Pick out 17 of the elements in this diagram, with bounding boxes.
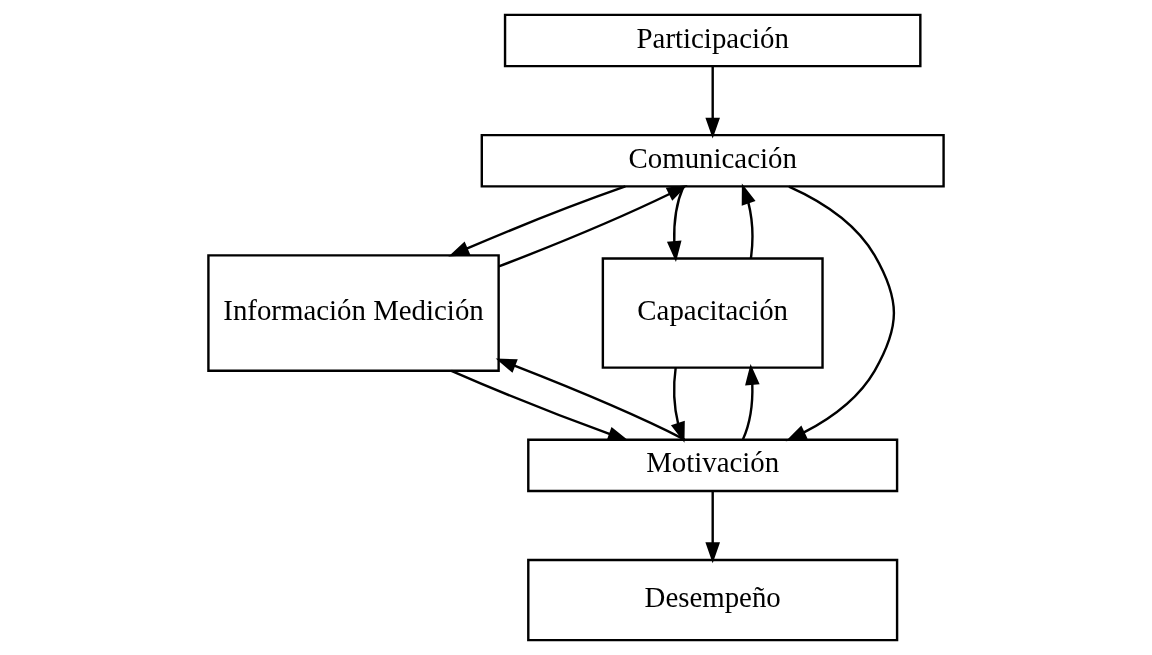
node-box: Comunicación: [480, 133, 945, 188]
arrow: [785, 185, 896, 442]
arrow: [705, 491, 720, 564]
node-box: Desempeño: [527, 558, 899, 642]
arrow: [498, 185, 688, 268]
arrow: [670, 367, 685, 443]
node-box: Participación: [503, 13, 922, 68]
node-box: Capacitación: [601, 257, 824, 369]
node-box: Información Medición: [207, 254, 500, 372]
arrow: [741, 364, 760, 440]
arrow: [741, 183, 756, 259]
arrow: [495, 358, 686, 441]
arrow: [666, 186, 685, 262]
node-box: Motivación: [527, 438, 899, 493]
arrow: [450, 369, 629, 441]
arrow: [448, 185, 626, 257]
arrow: [705, 66, 720, 139]
